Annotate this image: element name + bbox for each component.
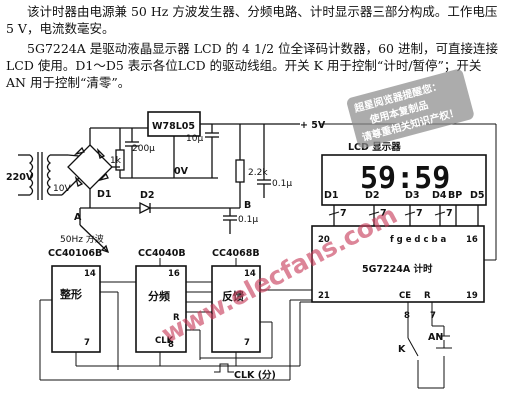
bus-count-d4: 7 — [446, 208, 453, 219]
counter-pin-ce: CE — [399, 291, 411, 301]
lcd-d4: D4 — [432, 190, 447, 201]
divider-pin-r: R — [173, 313, 180, 323]
bus-count-d1: 7 — [340, 208, 347, 219]
shaper-pin-7: 7 — [84, 338, 90, 348]
resistor-2k2 — [235, 159, 245, 183]
chip-cc40106b — [51, 265, 101, 353]
inverter-part-label: CC4068B — [212, 248, 260, 259]
counter-pin-7: 7 — [430, 311, 436, 321]
divider-pin-16: 16 — [168, 269, 180, 279]
diode-d2-label: D2 — [140, 190, 155, 201]
cap-10u-label: 10μ — [186, 134, 203, 144]
regulator-label: W78L05 — [152, 121, 195, 132]
counter-pin-16: 16 — [466, 235, 478, 245]
divider-name: 分频 — [148, 289, 170, 303]
bridge-rectifier — [61, 128, 120, 196]
counter-pin-8: 8 — [404, 311, 410, 321]
ground-label: 0V — [174, 166, 189, 177]
bus-count-d3: 7 — [416, 208, 423, 219]
divider-pin-8: 8 — [168, 340, 174, 350]
secondary-voltage-label: 10V — [53, 184, 71, 194]
lcd-digits: 59:59 — [360, 161, 450, 196]
chip-5g7224a — [311, 225, 485, 303]
lcd-d2: D2 — [365, 190, 380, 201]
counter-seg-pins: f g e d c b a — [390, 235, 447, 245]
shaper-name: 整形 — [59, 287, 82, 301]
divider-part-label: CC4040B — [138, 248, 186, 259]
intro-paragraph: 该计时器由电源兼 50 Hz 方波发生器、分频电路、计时显示器三部分构成。工作电… — [6, 4, 498, 36]
vcc-label: + 5V — [300, 120, 326, 131]
lcd-d3: D3 — [405, 190, 420, 201]
cap-c4-label: 0.1μ — [238, 215, 258, 225]
shaper-part-label: CC40106B — [48, 248, 102, 259]
divider-pin-clk: CLK — [155, 336, 174, 346]
resistor-2k2-label: 2.2k — [248, 168, 268, 178]
counter-pin-r: R — [424, 291, 431, 301]
lcd-title: LCD 显示器 — [348, 142, 401, 153]
lcd-bp: BP — [448, 190, 462, 201]
switch-an-label: AN — [428, 332, 443, 343]
counter-pin-21: 21 — [318, 291, 330, 301]
square-wave-label: 50Hz 方波 — [60, 233, 104, 245]
lcd-display — [321, 154, 487, 206]
switch-k-label: K — [398, 344, 406, 355]
lcd-d5: D5 — [470, 190, 485, 201]
bus-count-d2: 7 — [380, 208, 387, 219]
chip-cc4040b — [135, 265, 187, 353]
inverter-name: 反馈 — [222, 289, 244, 303]
mains-voltage-label: 220V — [6, 172, 34, 183]
inverter-pin-7: 7 — [244, 338, 250, 348]
counter-name: 5G7224A 计时 — [362, 263, 433, 275]
inverter-pin-14: 14 — [244, 269, 256, 279]
watermark-stamp: 超星阅览器提醒您： 使用本复制品 请尊重相关知识产权！ — [347, 69, 474, 148]
resistor-1k-label: 1k — [110, 156, 122, 166]
transformer — [18, 152, 62, 200]
description-paragraph: 5G7224A 是驱动液晶显示器 LCD 的 4 1/2 位全译码计数器，60 … — [6, 41, 498, 90]
node-b-label: B — [244, 200, 251, 211]
counter-pin-19: 19 — [466, 291, 478, 301]
chip-cc4068b — [211, 265, 261, 353]
diode-d1-label: D1 — [97, 189, 112, 200]
clock-label: CLK (分) — [234, 369, 276, 381]
node-a-label: A — [74, 212, 82, 223]
shaper-pin-14: 14 — [84, 269, 96, 279]
lcd-d1: D1 — [324, 190, 339, 201]
cap-200u-label: 200μ — [132, 144, 155, 154]
regulator-w78l05 — [147, 111, 201, 137]
cap-c3-label: 0.1μ — [272, 179, 292, 189]
counter-pin-20: 20 — [318, 235, 330, 245]
